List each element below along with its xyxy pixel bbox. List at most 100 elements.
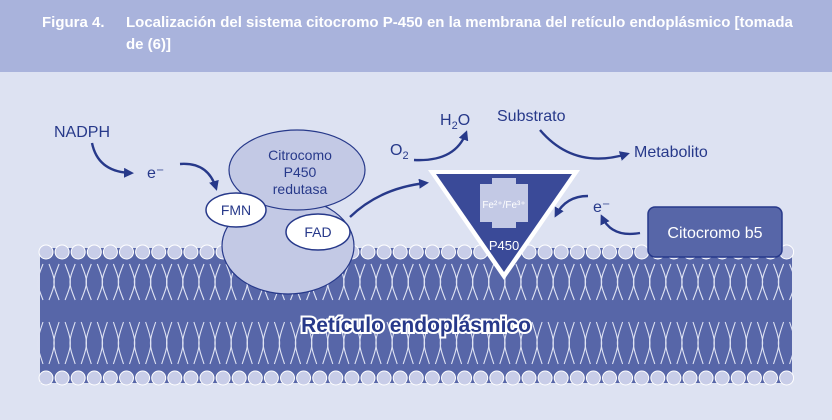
lipid-head <box>424 370 440 386</box>
lipid-head <box>102 244 118 260</box>
lipid-head <box>553 370 569 386</box>
p450-label: P450 <box>489 238 519 253</box>
fad-label: FAD <box>304 224 331 240</box>
fmn-label: FMN <box>221 202 251 218</box>
lipid-head <box>746 370 762 386</box>
substrate-label: Substrato <box>497 108 566 125</box>
lipid-head <box>54 370 70 386</box>
cytochrome-b5: Citocromo b5 <box>647 206 783 258</box>
arrow-nadph-to-electron <box>90 142 134 178</box>
lipid-head <box>650 370 666 386</box>
lipid-head <box>360 244 376 260</box>
lipid-head <box>714 370 730 386</box>
lipid-head <box>151 244 167 260</box>
cytochrome-b5-box <box>647 206 783 258</box>
lipid-head <box>682 370 698 386</box>
lipid-head <box>457 244 473 260</box>
reductase-label-line1: Citrocomo <box>268 147 332 163</box>
figure-number: Figura 4. <box>42 14 105 31</box>
lipid-head <box>296 370 312 386</box>
lipid-head <box>135 370 151 386</box>
lipid-head <box>183 244 199 260</box>
reductase-protein: Citrocomo P450 redutasa FMN FAD <box>205 129 366 295</box>
arrow-substrate-to-metabolite <box>539 129 630 161</box>
lipid-head <box>38 370 54 386</box>
arrow-electron-to-p450 <box>554 194 589 218</box>
lipid-head <box>505 370 521 386</box>
lipid-head <box>135 244 151 260</box>
lipid-head <box>408 244 424 260</box>
lipid-tail <box>777 321 796 365</box>
lipid-head <box>408 370 424 386</box>
figure-caption: Figura 4. Localización del sistema citoc… <box>0 0 832 72</box>
arrow-electron-to-fmn <box>179 162 219 191</box>
lipid-head <box>86 370 102 386</box>
lipid-head <box>70 244 86 260</box>
fad-domain <box>285 213 351 251</box>
lipid-head <box>215 370 231 386</box>
lipid-head <box>602 244 617 260</box>
lipid-head <box>151 370 167 386</box>
lipid-head <box>618 370 634 386</box>
oxygen-label: O2 <box>390 142 409 162</box>
lipid-head <box>392 370 408 386</box>
lipid-tail <box>777 263 796 301</box>
electron-right-label: e⁻ <box>593 199 610 216</box>
lipid-head <box>441 244 456 260</box>
lipid-head <box>167 370 183 386</box>
lipid-head <box>183 370 199 386</box>
lipid-head <box>602 370 617 386</box>
fmn-domain <box>205 192 267 228</box>
lipid-head <box>280 370 295 386</box>
arrows <box>90 129 641 236</box>
water-label: H2O <box>440 112 470 132</box>
membrane-band <box>40 248 792 383</box>
iron-label: Fe²⁺/Fe³⁺ <box>482 200 525 211</box>
lipid-head <box>666 370 682 386</box>
lipid-head <box>344 370 360 386</box>
lipid-head <box>360 370 376 386</box>
p450-enzyme: Fe²⁺/Fe³⁺ P450 <box>428 170 580 280</box>
lipid-head <box>537 244 553 260</box>
lipid-head <box>730 370 746 386</box>
lipid-head <box>441 370 456 386</box>
lipid-head <box>521 370 537 386</box>
lipid-head <box>54 244 70 260</box>
arrow-oxygen-to-water <box>413 130 469 162</box>
figure-title: Localización del sistema citocromo P-450… <box>126 14 793 53</box>
lipid-head <box>231 370 247 386</box>
reductase-label-line2: P450 <box>284 164 317 180</box>
lipid-head <box>763 370 778 386</box>
lipid-head <box>119 370 134 386</box>
lipid-head <box>634 370 650 386</box>
lipid-head <box>312 370 328 386</box>
lipid-head <box>473 370 489 386</box>
lipid-head <box>698 370 714 386</box>
lipid-head <box>86 244 102 260</box>
nadph-label: NADPH <box>54 124 110 141</box>
caption-text: Figura 4. Localización del sistema citoc… <box>42 12 802 56</box>
lipid-head <box>199 370 215 386</box>
lipid-head <box>263 370 279 386</box>
cytochrome-b5-label: Citocromo b5 <box>667 225 762 242</box>
arrow-b5-to-electron <box>600 214 641 236</box>
arrow-fad-to-p450 <box>349 178 429 218</box>
lipid-head <box>119 244 134 260</box>
lipid-head <box>102 370 118 386</box>
heme-iron-center <box>480 178 528 228</box>
lipid-head <box>328 370 344 386</box>
reductase-label-line3: redutasa <box>273 181 328 197</box>
lipid-head <box>376 370 392 386</box>
lipid-head <box>489 370 505 386</box>
lipid-head <box>537 370 553 386</box>
lipid-head <box>553 244 569 260</box>
reductase-upper-lobe <box>228 129 366 211</box>
lipid-heads-bottom <box>38 370 795 386</box>
metabolite-label: Metabolito <box>634 144 708 161</box>
lipid-head <box>779 370 795 386</box>
lipid-head <box>247 370 263 386</box>
lipid-head <box>199 244 215 260</box>
lipid-head <box>376 244 392 260</box>
lipid-head <box>38 244 54 260</box>
